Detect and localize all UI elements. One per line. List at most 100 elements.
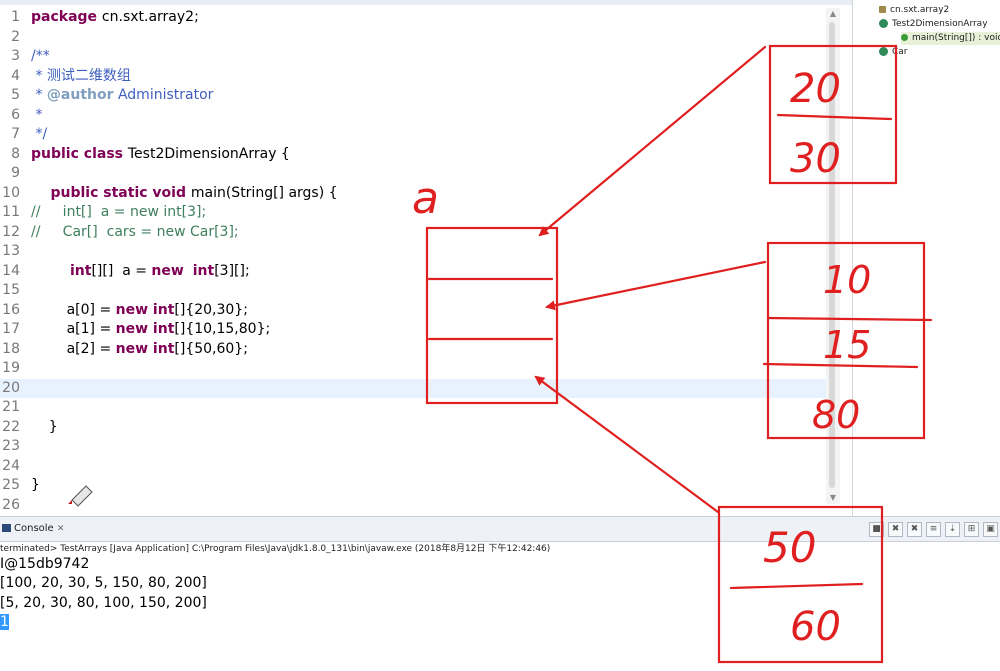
code-text: * @author Administrator (31, 86, 213, 105)
remove-launch-icon[interactable]: ✖ (888, 522, 903, 537)
tab-console[interactable]: Console ✕ (0, 521, 64, 537)
line-number: 26 (2, 496, 20, 513)
code-token: []{20,30}; (174, 301, 248, 318)
code-token: a[2] = (31, 340, 116, 357)
code-line[interactable]: 19 (0, 359, 826, 378)
console-output-line: I@15db9742 (0, 556, 90, 572)
line-number: 17 (2, 321, 20, 337)
line-number: 24 (2, 457, 20, 474)
code-text: } (31, 476, 40, 495)
code-line[interactable]: 9 (0, 164, 826, 183)
line-number: 6 (11, 106, 20, 123)
code-line[interactable]: 13 (0, 242, 826, 261)
line-number: 12 (2, 223, 20, 240)
code-token: [][] a = (91, 262, 152, 279)
code-line[interactable]: 8 public class Test2DimensionArray { (0, 145, 826, 164)
line-number: 5 (11, 87, 20, 103)
code-token: main(String[] args) { (190, 184, 338, 201)
code-token: // Car[] cars = new Car[3]; (31, 223, 239, 240)
code-token: []{50,60}; (174, 340, 248, 357)
line-number: 7 (11, 126, 20, 142)
code-token: a[0] = (31, 301, 116, 318)
code-line[interactable]: 22 } (0, 418, 826, 437)
code-line[interactable]: 5 * @author Administrator (0, 86, 826, 105)
outline-method[interactable]: main(String[]) : void (901, 32, 1000, 45)
close-icon[interactable]: ✕ (56, 524, 65, 534)
code-token: /** (31, 48, 50, 64)
code-text: /** (31, 47, 50, 66)
code-token: new int (115, 301, 175, 318)
scroll-down-icon[interactable]: ▼ (829, 493, 837, 502)
code-token: Test2DimensionArray { (127, 145, 290, 162)
code-token: * 测试二维数组 (31, 67, 131, 84)
code-line[interactable]: 24 (0, 457, 826, 476)
code-line[interactable]: 4 * 测试二维数组 (0, 67, 826, 86)
terminate-icon[interactable]: ■ (869, 522, 884, 537)
code-line[interactable]: 7 */ (0, 125, 826, 144)
code-line[interactable]: 21 (0, 398, 826, 417)
code-line[interactable]: 11// int[] a = new int[3]; (0, 203, 826, 222)
code-line[interactable]: 25} (0, 476, 826, 495)
code-text: * (31, 106, 42, 125)
pin-console-icon[interactable]: ⊞ (964, 522, 979, 537)
console-selected-text: 1 (0, 614, 9, 630)
code-line[interactable]: 6 * (0, 106, 826, 125)
code-text: a[1] = new int[]{10,15,80}; (31, 320, 271, 339)
code-text: } (31, 418, 58, 437)
class-icon (879, 47, 888, 56)
package-icon (879, 6, 886, 13)
code-line[interactable]: 18 a[2] = new int[]{50,60}; (0, 340, 826, 359)
console-launch-info: terminated> TestArrays [Java Application… (0, 544, 551, 554)
editor-top-strip (0, 0, 852, 5)
scroll-up-icon[interactable]: ▲ (829, 9, 837, 18)
console-toolbar: Console ✕ ■ ✖ ✖ ≡ ⇣ ⊞ ▣ (0, 516, 1000, 542)
code-text: */ (31, 125, 47, 144)
class-icon (879, 19, 888, 28)
code-line[interactable]: 16 a[0] = new int[]{20,30}; (0, 301, 826, 320)
code-line[interactable]: 23 (0, 437, 826, 456)
line-number: 22 (2, 418, 20, 435)
code-line[interactable]: 20 (0, 378, 826, 398)
code-line[interactable]: 3 /** (0, 47, 826, 66)
display-console-icon[interactable]: ▣ (983, 522, 998, 537)
clear-console-icon[interactable]: ≡ (926, 522, 941, 537)
code-text: int[][] a = new int[3][]; (31, 262, 250, 281)
code-text: public class Test2DimensionArray { (31, 145, 290, 164)
line-number: 8 (11, 145, 20, 162)
code-line[interactable]: 2 (0, 28, 826, 47)
line-number: 9 (11, 165, 20, 181)
outline-car-class[interactable]: Car (879, 46, 908, 59)
line-number: 19 (2, 360, 20, 376)
code-line[interactable]: 10 public static void main(String[] args… (0, 184, 826, 203)
code-token: [3][]; (214, 262, 250, 279)
code-text: a[2] = new int[]{50,60}; (31, 340, 248, 359)
code-line[interactable]: 14 int[][] a = new int[3][]; (0, 262, 826, 281)
code-token: new int (115, 340, 175, 357)
code-line[interactable]: 17 a[1] = new int[]{10,15,80}; (0, 320, 826, 339)
remove-all-icon[interactable]: ✖ (907, 522, 922, 537)
console-output-line: [5, 20, 30, 80, 100, 150, 200] (0, 595, 207, 611)
outline-package[interactable]: cn.sxt.array2 (879, 4, 949, 17)
code-text: package cn.sxt.array2; (31, 8, 199, 27)
console-icon (2, 524, 11, 532)
code-token: int (31, 262, 92, 279)
code-line[interactable]: 15 (0, 281, 826, 300)
code-text: a[0] = new int[]{20,30}; (31, 301, 248, 320)
line-number: 18 (2, 340, 20, 357)
scroll-lock-icon[interactable]: ⇣ (945, 522, 960, 537)
line-number: 16 (2, 301, 20, 318)
code-token: int (192, 262, 215, 279)
line-number: 15 (2, 282, 20, 298)
code-token: * (31, 87, 47, 103)
code-line[interactable]: 12 // Car[] cars = new Car[3]; (0, 223, 826, 242)
code-token: @author (46, 87, 114, 103)
line-number: 4 (11, 67, 20, 84)
code-token: } (31, 477, 40, 493)
code-line[interactable]: 26 (0, 496, 826, 515)
editor-scroll-thumb[interactable] (829, 22, 835, 488)
outline-class[interactable]: Test2DimensionArray (879, 18, 988, 31)
line-number: 3 (11, 48, 20, 64)
value-label: 60 (790, 604, 841, 650)
